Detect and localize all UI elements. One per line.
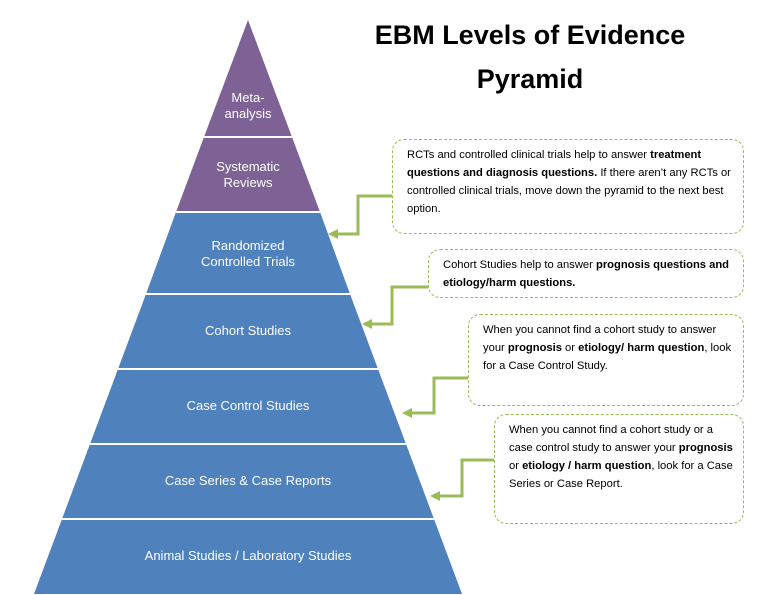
note-text: or bbox=[509, 460, 523, 472]
note-cohort: Cohort Studies help to answer prognosis … bbox=[428, 249, 744, 298]
level-label-line: Animal Studies / Laboratory Studies bbox=[144, 548, 352, 563]
tier-meta-analysis bbox=[204, 20, 292, 137]
tier-systematic-reviews bbox=[176, 137, 320, 212]
arrowhead-icon bbox=[362, 319, 372, 329]
note-text: Cohort Studies help to answer bbox=[443, 259, 596, 271]
level-label-case-series-case-reports: Case Series & Case Reports bbox=[100, 473, 396, 489]
connector-arrowheads bbox=[328, 229, 440, 501]
level-label-animal-laboratory-studies: Animal Studies / Laboratory Studies bbox=[70, 548, 426, 564]
arrowhead-icon bbox=[430, 491, 440, 501]
level-label-case-control-studies: Case Control Studies bbox=[120, 398, 376, 414]
tier-randomized-controlled-trials bbox=[146, 212, 350, 294]
note-case-series: When you cannot find a cohort study or a… bbox=[494, 414, 744, 524]
note-text: When you cannot find a cohort study to a… bbox=[483, 324, 717, 354]
level-label-meta-analysis: Meta- analysis bbox=[198, 90, 298, 122]
level-label-line: Case Series & Case Reports bbox=[164, 473, 332, 488]
note-bold-text: etiology / harm question bbox=[522, 460, 652, 472]
note-text: If there aren’t any RCTs or controlled c… bbox=[407, 167, 731, 215]
title-line-1: EBM Levels of Evidence bbox=[374, 20, 686, 50]
arrowhead-icon bbox=[328, 229, 338, 239]
level-label-line: Reviews bbox=[223, 175, 273, 190]
tier-case-series-case-reports bbox=[62, 444, 434, 519]
note-bold-text: treatment questions and diagnosis questi… bbox=[407, 149, 702, 179]
note-rct: RCTs and controlled clinical trials help… bbox=[392, 139, 744, 234]
level-label-line: Randomized bbox=[211, 238, 285, 253]
connector-rct bbox=[336, 194, 392, 236]
tier-separators bbox=[62, 136, 434, 520]
note-bold-text: prognosis bbox=[507, 342, 562, 354]
arrowhead-icon bbox=[402, 408, 412, 418]
note-bold-text: etiology/ harm question bbox=[578, 342, 705, 354]
note-bold-text: prognosis questions and etiology/harm qu… bbox=[443, 259, 729, 289]
level-label-cohort-studies: Cohort Studies bbox=[148, 323, 348, 339]
tier-case-control-studies bbox=[90, 369, 406, 444]
note-text: or bbox=[561, 342, 579, 354]
title-line-2: Pyramid bbox=[476, 64, 584, 94]
level-label-line: Case Control Studies bbox=[186, 398, 310, 413]
connector-case-series bbox=[438, 458, 494, 498]
note-case-control: When you cannot find a cohort study to a… bbox=[468, 314, 744, 406]
level-label-line: Cohort Studies bbox=[205, 323, 291, 338]
level-label-systematic-reviews: Systematic Reviews bbox=[186, 159, 310, 191]
tier-animal-laboratory-studies bbox=[34, 519, 462, 594]
note-bold-text: prognosis bbox=[678, 442, 733, 454]
note-text: , look for a Case Control Study. bbox=[483, 342, 732, 372]
level-label-line: Meta- bbox=[231, 90, 265, 105]
page-title: EBM Levels of Evidence bbox=[355, 20, 705, 51]
connector-cohort bbox=[370, 285, 428, 326]
note-text: When you cannot find a cohort study or a… bbox=[509, 424, 713, 454]
level-label-line: Controlled Trials bbox=[201, 254, 295, 269]
level-label-line: analysis bbox=[224, 106, 272, 121]
tier-cohort-studies bbox=[118, 294, 378, 369]
connector-case-control bbox=[410, 376, 468, 415]
level-label-randomized-controlled-trials: Randomized Controlled Trials bbox=[166, 238, 330, 270]
note-text: , look for a Case Series or Case Report. bbox=[509, 460, 733, 490]
page-title-line-2: Pyramid bbox=[355, 64, 705, 95]
level-label-line: Systematic bbox=[216, 159, 280, 174]
connectors bbox=[336, 194, 494, 498]
note-text: RCTs and controlled clinical trials help… bbox=[407, 149, 651, 161]
